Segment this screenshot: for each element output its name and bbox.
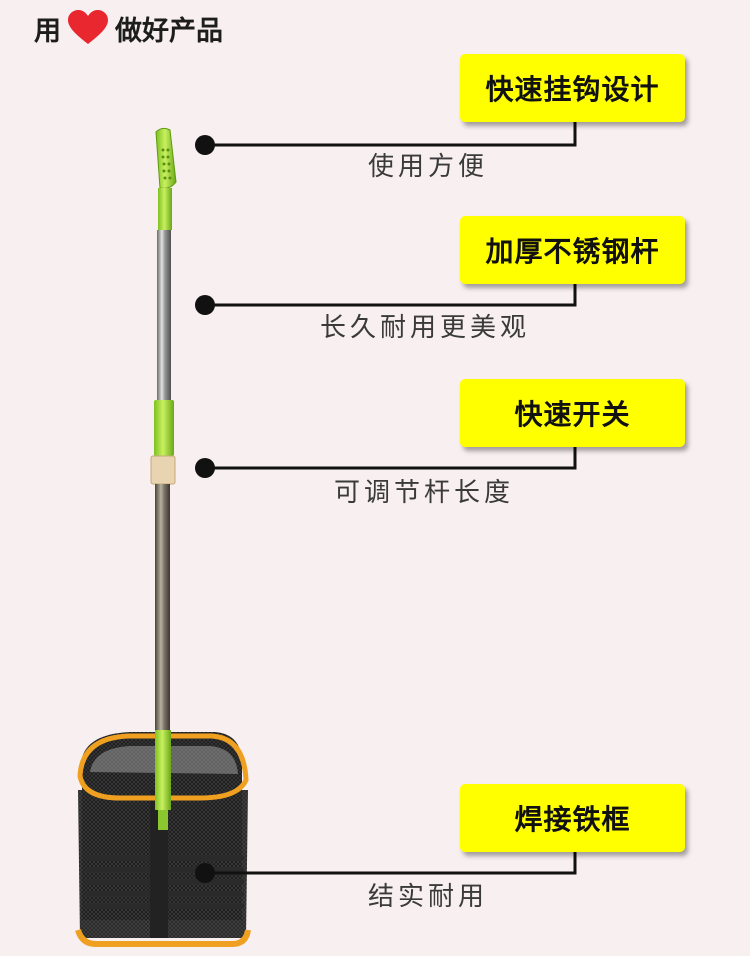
- heart-icon: [67, 10, 109, 46]
- feature-title-frame: 焊接铁框: [460, 784, 685, 852]
- handle-grip: [155, 127, 177, 230]
- feature-title-switch: 快速开关: [460, 379, 685, 447]
- feature-subtitle-pole: 长久耐用更美观: [320, 313, 531, 343]
- basket-rim: [77, 733, 249, 801]
- upper-pole: [157, 230, 171, 402]
- header-suffix: 做好产品: [115, 15, 223, 47]
- lock-ring: [150, 455, 176, 485]
- feature-subtitle-switch: 可调节杆长度: [334, 478, 515, 508]
- feature-subtitle-frame: 结实耐用: [368, 882, 489, 912]
- feature-title-pole: 加厚不锈钢杆: [460, 216, 685, 284]
- lock-collar: [154, 400, 174, 456]
- lower-pole: [155, 484, 170, 734]
- feature-title-hook: 快速挂钩设计: [460, 54, 685, 122]
- feature-subtitle-hook: 使用方便: [368, 152, 489, 182]
- header-prefix: 用: [34, 15, 61, 47]
- page-header: 用 做好产品: [34, 8, 223, 48]
